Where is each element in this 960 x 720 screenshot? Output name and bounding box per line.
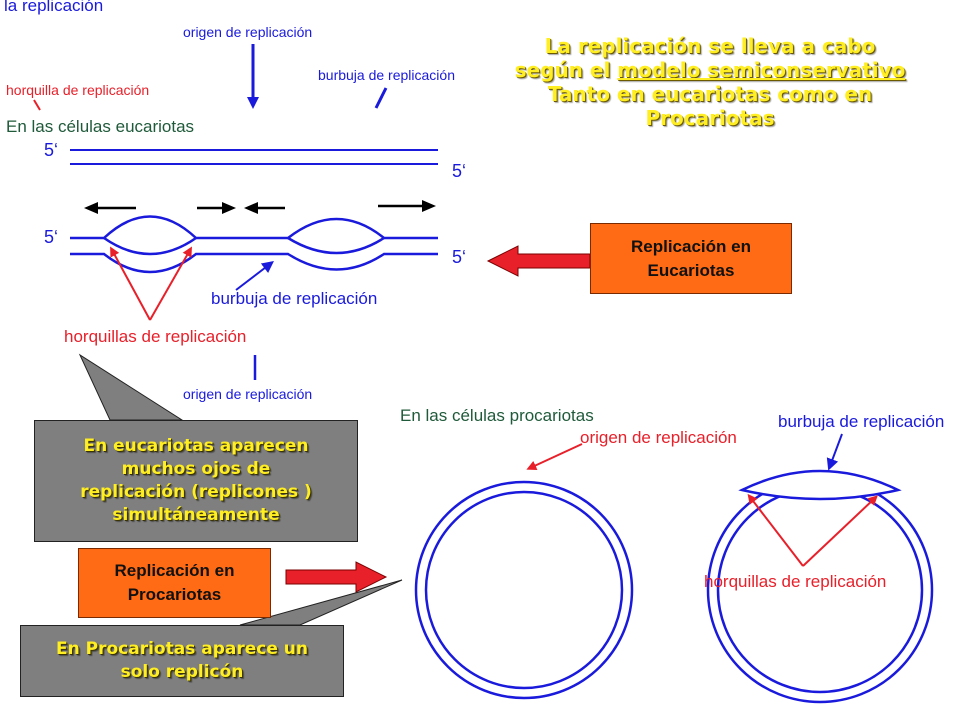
eukaryote-cell-label: En las células eucariotas [6, 117, 195, 136]
eukaryote-diagram [33, 44, 438, 380]
prokaryote-diagram [414, 433, 934, 704]
bubble-label-prokaryote: burbuja de replicación [778, 412, 945, 431]
prime-label-2: 5‘ [452, 161, 467, 181]
eukaryote-box-line-1: Replicación en [631, 236, 751, 256]
prokaryote-callout: En Procariotas aparece un solo replicón [20, 625, 344, 697]
prokaryote-box-line-2: Procariotas [127, 585, 222, 604]
fork-label-top: horquilla de replicación [6, 82, 150, 98]
origin-label-top: origen de replicación [183, 24, 313, 40]
headline-line-1: La replicación se lleva a cabo [544, 34, 876, 58]
origin-label-prokaryote: origen de replicación [580, 428, 737, 447]
fork-arrow-prokaryote-left [747, 493, 804, 567]
headline-underlined-term: modelo semiconservativo [617, 58, 906, 82]
eukaryote-callout: En eucariotas aparecen muchos ojos de re… [34, 420, 358, 542]
prokaryote-bubble [738, 469, 902, 501]
circular-dna-inner [424, 490, 624, 690]
replicating-strand-upper [70, 215, 438, 240]
headline-line-2-prefix: según el [514, 58, 618, 82]
origin-pointer-prokaryote [526, 443, 583, 471]
bubble-label-bottom: burbuja de replicación [211, 289, 378, 308]
eukaryote-callout-tail [78, 353, 184, 421]
prokaryote-callout-line-1: En Procariotas aparece un [56, 639, 308, 659]
replicating-inner-right [287, 236, 385, 255]
eukaryote-callout-line-4: simultáneamente [112, 505, 280, 525]
headline-line-3: Tanto en eucariotas como en [547, 82, 873, 106]
forks-label-eukaryote: horquillas de replicación [64, 327, 247, 346]
origin-label-bottom: origen de replicación [183, 386, 313, 402]
bubble-pointer-prokaryote [826, 433, 843, 471]
eukaryote-callout-line-3: replicación (replicones ) [80, 482, 312, 502]
prokaryote-box-line-1: Replicación en [114, 561, 235, 580]
bubble-label-top: burbuja de replicación [318, 67, 455, 83]
bubble-pointer-top [374, 87, 388, 109]
headline-line-2: según el modelo semiconservativo [470, 58, 950, 82]
headline: La replicación se lleva a cabo según el … [470, 34, 950, 130]
bubble-pointer-bottom [235, 260, 274, 291]
eukaryote-callout-line-1: En eucariotas aparecen [83, 436, 309, 456]
headline-line-4: Procariotas [645, 106, 775, 130]
replicating-inner-left [103, 236, 197, 256]
red-arrow-eukaryote [486, 245, 591, 277]
prokaryote-replication-box: Replicación en Procariotas [78, 548, 271, 618]
prime-label-3: 5‘ [44, 227, 59, 247]
fork-pointer-top [33, 99, 41, 111]
fork-arrow-right [149, 246, 192, 321]
replicating-strand-lower [70, 252, 438, 274]
prokaryote-cell-label: En las células procariotas [400, 406, 594, 425]
prime-label-4: 5‘ [452, 247, 467, 267]
eukaryote-replication-box: Replicación en Eucariotas [590, 223, 792, 294]
eukaryote-callout-line-2: muchos ojos de [121, 459, 271, 479]
cut-title: la replicación [4, 0, 104, 15]
prime-label-1: 5‘ [44, 140, 59, 160]
forks-label-prokaryote: horquillas de replicación [704, 572, 887, 591]
prokaryote-callout-line-2: solo replicón [120, 662, 244, 682]
fork-arrow-prokaryote-right [802, 495, 878, 567]
fork-arrow-left [110, 246, 151, 321]
eukaryote-box-line-2: Eucariotas [647, 260, 735, 280]
circular-dna-outer [414, 480, 634, 700]
red-arrow-prokaryote [285, 561, 388, 593]
